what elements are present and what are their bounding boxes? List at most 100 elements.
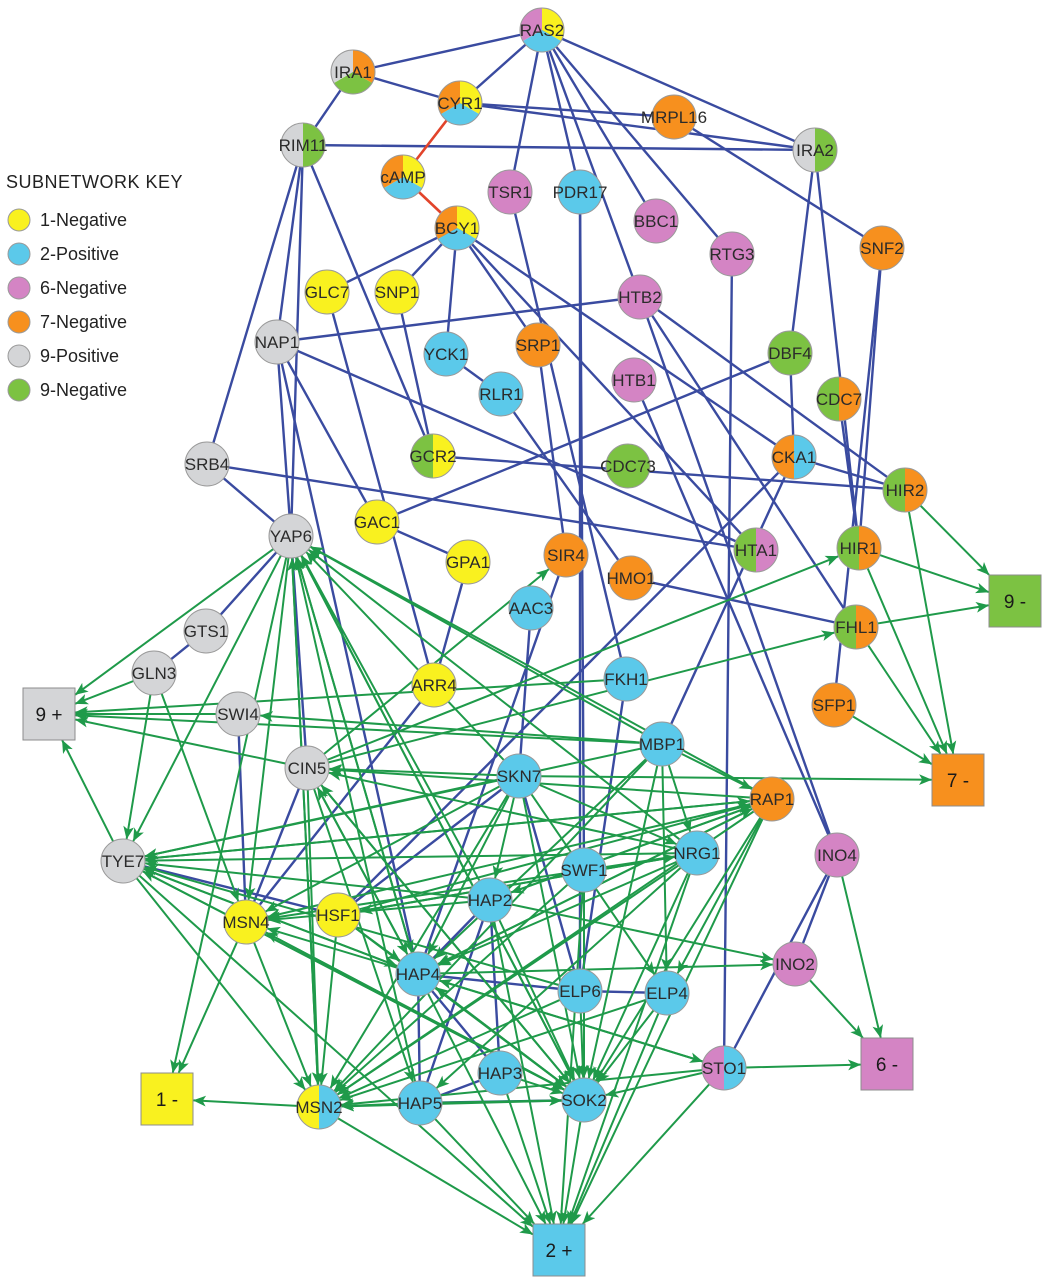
gene-node-fill — [634, 199, 678, 243]
directed-edge — [438, 959, 774, 975]
regulatory-edge — [351, 28, 544, 74]
gene-node-segment — [734, 528, 756, 572]
gene-node-segment — [457, 206, 480, 239]
key-swatch — [7, 208, 31, 232]
gene-node-fill — [609, 556, 653, 600]
directed-edge — [340, 1099, 564, 1112]
gene-node-outline — [515, 322, 561, 368]
gene-node-outline — [508, 585, 554, 631]
directed-edge — [567, 872, 691, 1225]
gene-node: HAP3 — [477, 1050, 523, 1096]
gene-node: INO4 — [814, 832, 860, 878]
directed-edge — [339, 998, 648, 1102]
gene-node-outline — [254, 319, 300, 365]
regulatory-edge — [205, 462, 758, 552]
gene-node-outline — [709, 231, 755, 277]
directed-edge — [335, 883, 569, 1093]
gene-node-label: SRP1 — [516, 336, 560, 355]
gene-node-segment — [794, 435, 816, 479]
gene-node: AAC3 — [508, 585, 554, 631]
gene-node-segment — [702, 1046, 724, 1090]
regulatory-edge — [455, 226, 796, 459]
gene-node-label: ARR4 — [411, 676, 456, 695]
gene-node: FKH1 — [603, 656, 649, 702]
regulatory-edge — [375, 351, 792, 524]
directed-edge — [876, 601, 990, 625]
regulatory-edge — [275, 143, 305, 344]
gene-node: RTG3 — [709, 231, 755, 277]
subnetwork-box-fill — [931, 753, 985, 807]
directed-edge — [907, 510, 957, 755]
gene-node-label: SNP1 — [375, 283, 419, 302]
gene-node: MSN4 — [222, 899, 270, 945]
gene-node-segment — [297, 1085, 319, 1129]
gene-node-label: ELP4 — [646, 984, 688, 1003]
gene-node-outline — [100, 838, 146, 884]
subnetwork-box-fill — [140, 1072, 194, 1126]
gene-node-outline — [651, 94, 697, 140]
gene-node-outline — [557, 169, 603, 215]
gene-node-outline — [215, 691, 261, 737]
gene-node-label: AAC3 — [509, 599, 553, 618]
directed-edge — [509, 805, 752, 894]
gene-node-outline — [644, 970, 690, 1016]
gene-node-fill — [224, 900, 268, 944]
gene-node-label: SOK2 — [561, 1091, 606, 1110]
gene-node-label: RLR1 — [479, 385, 522, 404]
directed-edge — [74, 548, 275, 696]
gene-node-outline — [674, 830, 720, 876]
regulatory-edge — [540, 28, 658, 223]
subnetwork-box-label: 9 + — [36, 705, 63, 726]
gene-node-fill — [255, 320, 299, 364]
gene-node-outline — [733, 527, 779, 573]
subnetwork-box-fill — [532, 1223, 586, 1277]
gene-node-fill — [645, 971, 689, 1015]
directed-edge — [744, 1059, 862, 1071]
gene-node-fill — [488, 170, 532, 214]
gene-node-fill — [398, 1081, 442, 1125]
gene-node-fill — [184, 609, 228, 653]
directed-edge — [519, 1078, 564, 1095]
regulatory-edge — [244, 766, 309, 924]
directed-edge — [919, 504, 990, 576]
gene-node-fill — [652, 95, 696, 139]
gene-node-outline — [296, 1084, 342, 1130]
gene-node: SRB4 — [184, 441, 230, 487]
regulatory-edge — [455, 226, 758, 552]
gene-node: HIR2 — [882, 467, 928, 513]
subnetwork-boxes: 9 -9 +7 -6 -1 -2 + — [22, 574, 1042, 1277]
gene-node-outline — [434, 205, 480, 251]
gene-node: IRA1 — [330, 49, 376, 95]
gene-node: HTA1 — [733, 527, 779, 573]
gene-node-segment — [520, 8, 542, 41]
gene-node: SOK2 — [561, 1077, 607, 1123]
gene-node-outline — [639, 721, 685, 767]
key-swatch — [7, 276, 31, 300]
gene-node-label: HAP4 — [396, 965, 440, 984]
regulatory-edge — [244, 683, 436, 924]
gene-node-label: SKN7 — [497, 767, 541, 786]
gene-node-fill — [558, 969, 602, 1013]
gene-node: GLC7 — [304, 269, 350, 315]
directed-edge — [74, 710, 642, 744]
gene-node-outline — [543, 532, 589, 578]
gene-node-label: FKH1 — [604, 670, 647, 689]
directed-edge — [291, 556, 323, 1086]
gene-node-fill — [216, 692, 260, 736]
gene-node: SKN7 — [496, 753, 542, 799]
subnetwork-box: 9 + — [22, 687, 76, 741]
gene-node-label: CIN5 — [288, 759, 327, 778]
gene-node-segment — [434, 206, 457, 239]
subnetwork-box-label: 6 - — [876, 1055, 898, 1076]
directed-edge — [676, 817, 763, 974]
gene-node-outline — [859, 225, 905, 271]
gene-node-label: SWI4 — [217, 705, 259, 724]
directed-edge — [435, 986, 568, 1088]
regulatory-edge — [458, 101, 817, 152]
gene-node-outline — [437, 80, 483, 126]
gene-node: MBP1 — [639, 721, 685, 767]
gene-node-fill — [509, 586, 553, 630]
gene-node-outline — [397, 1080, 443, 1126]
gene-node-segment — [319, 1085, 341, 1129]
gene-node-outline — [184, 441, 230, 487]
